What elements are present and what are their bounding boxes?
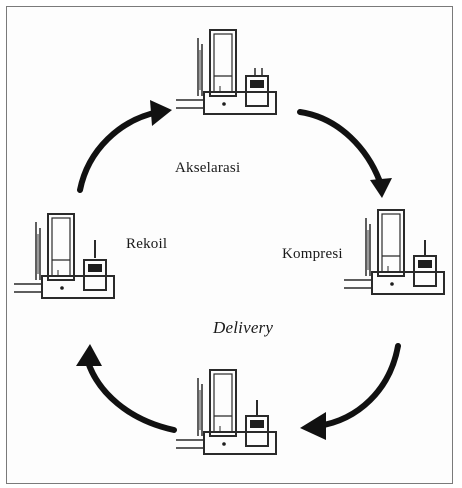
arrow-akselarasi-to-kompresi [297, 109, 383, 185]
pump-rekoil [13, 213, 115, 299]
arrow-rekoil-to-akselarasi [77, 109, 161, 193]
label-kompresi: Kompresi [282, 246, 343, 262]
label-delivery: Delivery [213, 318, 274, 337]
arrow-delivery-to-rekoil [85, 359, 177, 433]
pump-kompresi [343, 209, 445, 295]
arrowhead-top-right [370, 178, 392, 198]
pump-delivery [175, 369, 277, 455]
cycle-arrows [77, 109, 401, 433]
arrowhead-bottom-left [76, 344, 102, 366]
pump-akselarasi [175, 29, 277, 115]
arrowhead-bottom-right [300, 412, 326, 440]
arrow-kompresi-to-delivery [315, 343, 401, 429]
arrow-heads [76, 100, 392, 440]
label-rekoil: Rekoil [126, 236, 168, 252]
arrowhead-top-left [150, 100, 172, 126]
label-akselarasi: Akselarasi [175, 160, 241, 176]
